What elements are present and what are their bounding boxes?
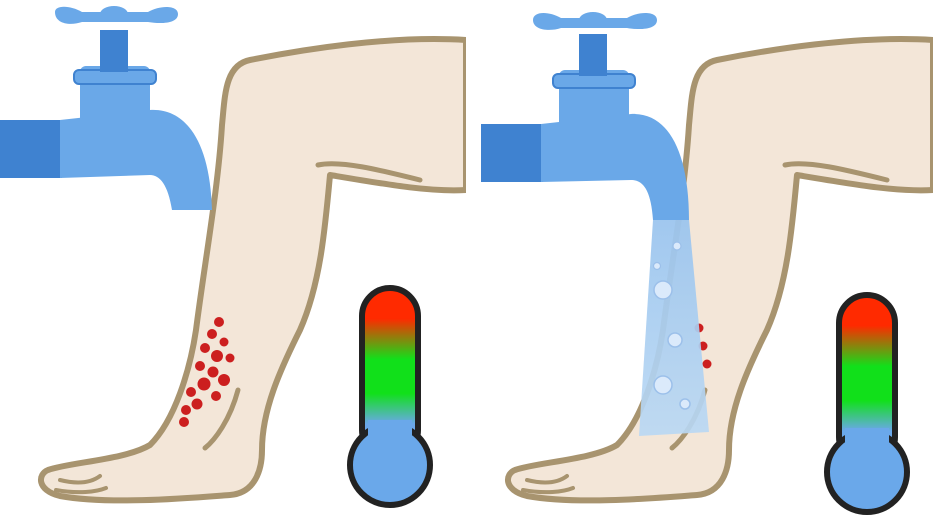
- thermometer-icon: [350, 288, 430, 505]
- thermometer-icon: [827, 295, 907, 512]
- panel-after-canvas: [467, 0, 933, 520]
- panel-before: [0, 0, 466, 520]
- faucet-icon: [0, 6, 212, 210]
- panel-after: [467, 0, 933, 520]
- faucet-icon: [481, 12, 689, 220]
- panel-before-canvas: [0, 0, 466, 520]
